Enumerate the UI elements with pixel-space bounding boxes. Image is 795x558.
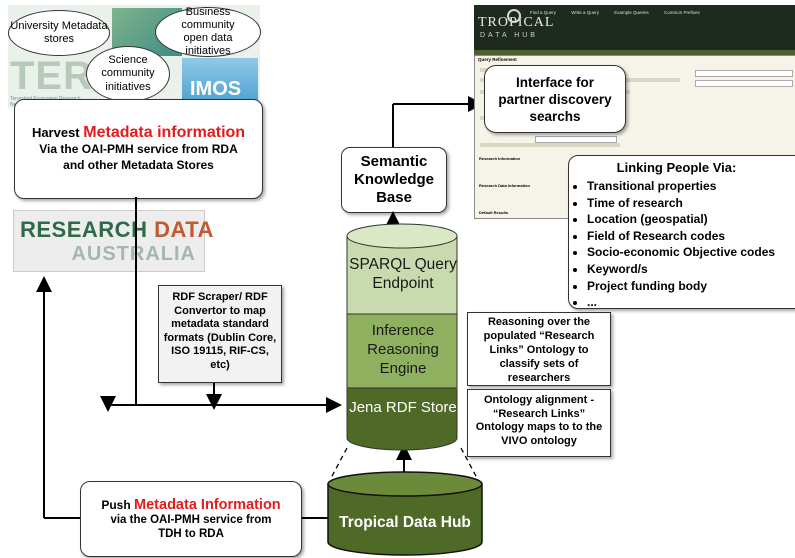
push-lead: Push [101,497,131,512]
interface-box: Interface for partner discovery searchs [484,65,626,133]
university-metadata-bubble: University Metadata stores [8,10,110,56]
harvest-box: Harvest Metadata information Via the OAI… [14,99,263,199]
harvest-lead: Harvest [31,125,80,140]
research-data-australia-logo: RESEARCH DATA AUSTRALIA [13,210,213,272]
sparql-endpoint-label: SPARQL Query Endpoint [349,256,457,292]
tdh-label-research-info: Research Information [479,156,521,161]
business-open-data-label: Business community open data initiatives [181,5,235,58]
tdh-label-research-data: Research Data Information [479,183,530,188]
linking-item: Field of Research codes [587,228,795,245]
linking-item: Project funding body [587,278,795,295]
tdh-section-title: Query Refinement [478,57,517,62]
jena-rdf-store-label: Jena RDF Store [349,399,457,416]
tdh-nav-prefixes[interactable]: Common Prefixes [664,10,700,15]
knowledge-cylinder [346,223,458,451]
tdh-nav: Find a Query Write a Query Example Queri… [530,10,700,15]
ontology-alignment-text: Ontology alignment - “Research Links” On… [475,394,603,447]
reasoning-text: Reasoning over the populated “Research L… [483,316,595,384]
rda-logo-data: DATA [154,217,214,242]
linking-people-box: Linking People Via: Transitional propert… [568,155,795,309]
linking-item: Time of research [587,195,795,212]
linking-item: Transitional properties [587,178,795,195]
interface-text: Interface for partner discovery searchs [498,74,612,124]
tdh-logo-line2: DATA HUB [480,32,538,39]
science-community-bubble: Science community initiatives [86,46,170,102]
linking-item: Socio-economic Objective codes [587,244,795,261]
semantic-kb-label: Semantic Knowledge Base [353,153,434,206]
imos-logo: IMOS [182,58,258,106]
tropical-data-hub-cylinder [327,471,483,556]
push-highlight: Metadata Information [134,496,281,513]
linking-item: ... [587,294,795,311]
tdh-field-box[interactable] [695,70,793,77]
rdf-scraper-text: RDF Scraper/ RDF Convertor to map metada… [163,291,277,371]
tdh-nav-examples[interactable]: Example Queries [614,10,649,15]
tropical-data-hub-label: Tropical Data Hub [339,514,471,531]
push-box: Push Metadata Information via the OAI-PM… [80,481,302,557]
tdh-field-box[interactable] [695,80,793,87]
linking-people-list: Transitional properties Time of research… [569,178,795,311]
tdh-field-box[interactable] [535,136,617,143]
tdh-green-band [474,50,795,55]
linking-item: Location (geospatial) [587,211,795,228]
tdh-nav-write[interactable]: Write a Query [571,10,599,15]
tdh-screenshot: TROPICAL DATA HUB Find a Query Write a Q… [474,5,795,50]
rda-logo-australia: AUSTRALIA [71,243,196,265]
inference-engine-label: Inference Reasoning Engine [367,322,439,377]
rda-logo-research: RESEARCH [20,217,148,242]
push-detail: via the OAI-PMH service from TDH to RDA [110,513,272,541]
ontology-alignment-box: Ontology alignment - “Research Links” On… [467,389,611,457]
harvest-detail: Via the OAI-PMH service from RDA and oth… [39,142,238,172]
tdh-label-default-results: Default Results [479,210,509,215]
tdh-swirl-icon [507,9,521,23]
linking-item: Keyword/s [587,261,795,278]
tdh-nav-find[interactable]: Find a Query [530,10,557,15]
imos-logo-text: IMOS [190,78,242,100]
university-metadata-label: University Metadata stores [10,19,108,45]
reasoning-box: Reasoning over the populated “Research L… [467,312,611,386]
linking-people-title: Linking People Via: [616,160,737,175]
rdf-scraper-box: RDF Scraper/ RDF Convertor to map metada… [158,285,282,383]
science-community-label: Science community initiatives [101,54,155,93]
tdh-form-row [480,143,620,147]
business-open-data-bubble: Business community open data initiatives [155,5,261,58]
harvest-highlight: Metadata information [83,124,246,141]
